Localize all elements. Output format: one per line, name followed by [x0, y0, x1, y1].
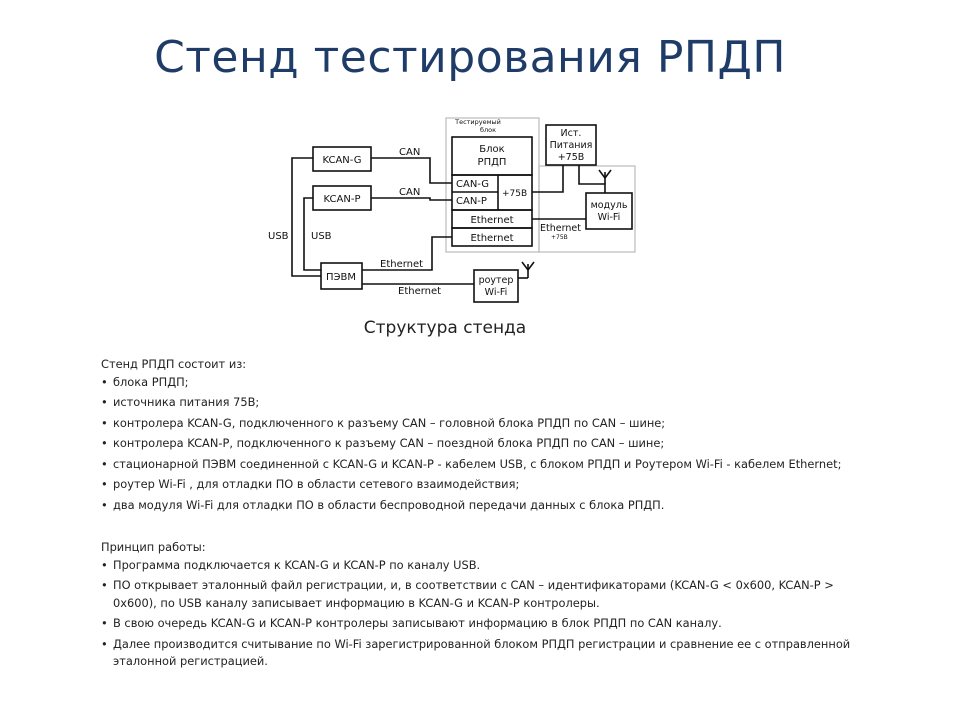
- list-item: контролера KCAN-P, подключенного к разъе…: [101, 435, 861, 453]
- power-source-line3: +75В: [558, 152, 585, 163]
- list-item: два модуля Wi-Fi для отладки ПО в област…: [101, 497, 861, 515]
- ethernet-2-label: Ethernet: [470, 233, 513, 244]
- list-item: Программа подключается к KCAN-G и KCAN-P…: [101, 557, 861, 575]
- ethernet-pevm-label: Ethernet: [380, 259, 423, 270]
- kcan-g-label: KCAN-G: [322, 155, 361, 166]
- principle-list: Программа подключается к KCAN-G и KCAN-P…: [101, 557, 861, 671]
- list-item: В свою очередь KCAN-G и KCAN-P контролер…: [101, 615, 861, 633]
- can-label-2: CAN: [399, 187, 420, 198]
- module-wifi-box: [585, 192, 633, 230]
- block-rpdp-label-1: Блок: [479, 144, 504, 155]
- list-item: блока РПДП;: [101, 374, 861, 392]
- description: Стенд РПДП состоит из: блока РПДП; источ…: [101, 356, 861, 674]
- power-source-line1: Ист.: [561, 128, 582, 139]
- test-block-label-line2: блок: [480, 126, 496, 134]
- list-item: Далее производится считывание по Wi-Fi з…: [101, 636, 861, 671]
- list-item: источника питания 75В;: [101, 394, 861, 412]
- power-source-line2: Питания: [550, 140, 593, 151]
- kcan-g-box: [312, 146, 372, 172]
- list-item: ПО открывает эталонный файл регистрации,…: [101, 577, 861, 612]
- usb-label-1: USB: [268, 231, 289, 242]
- usb-label-2: USB: [311, 231, 332, 242]
- test-block-label-line1: Тестируемый: [454, 118, 501, 126]
- router-line1: роутер: [479, 275, 514, 286]
- ethernet-1-label: Ethernet: [470, 215, 513, 226]
- power-source-box: [545, 124, 597, 166]
- block-rpdp-box: [451, 136, 533, 176]
- module-wifi-line2: Wi-Fi: [598, 212, 621, 223]
- can-p-label: CAN-P: [456, 196, 487, 207]
- router-line2: Wi-Fi: [485, 287, 508, 298]
- plus75-small-label: +75В: [551, 234, 568, 241]
- composition-list: блока РПДП; источника питания 75В; контр…: [101, 374, 861, 515]
- block-rpdp-label-2: РПДП: [478, 157, 507, 168]
- composition-intro: Стенд РПДП состоит из:: [101, 357, 247, 371]
- diagram-caption: Структура стенда: [363, 318, 527, 338]
- pevm-label: ПЭВМ: [326, 272, 356, 283]
- list-item: контролера KCAN-G, подключенного к разъе…: [101, 415, 861, 433]
- plus75-inner-label: +75В: [502, 189, 527, 199]
- ethernet-router-label: Ethernet: [398, 286, 441, 297]
- can-label-1: CAN: [399, 147, 420, 158]
- stand-structure-diagram: Тестируемый блок Блок РПДП CAN-G CAN-P +…: [268, 117, 636, 303]
- ethernet-side-label: Ethernet: [540, 223, 581, 234]
- module-wifi-line1: модуль: [591, 200, 628, 211]
- slide-title: Стенд тестирования РПДП: [154, 32, 786, 83]
- kcan-p-label: KCAN-P: [324, 194, 361, 205]
- principle-intro: Принцип работы:: [101, 540, 206, 554]
- can-g-label: CAN-G: [456, 179, 489, 190]
- list-item: стационарной ПЭВМ соединенной с KCAN-G и…: [101, 456, 861, 474]
- list-item: роутер Wi-Fi , для отладки ПО в области …: [101, 476, 861, 494]
- router-box: [473, 269, 519, 303]
